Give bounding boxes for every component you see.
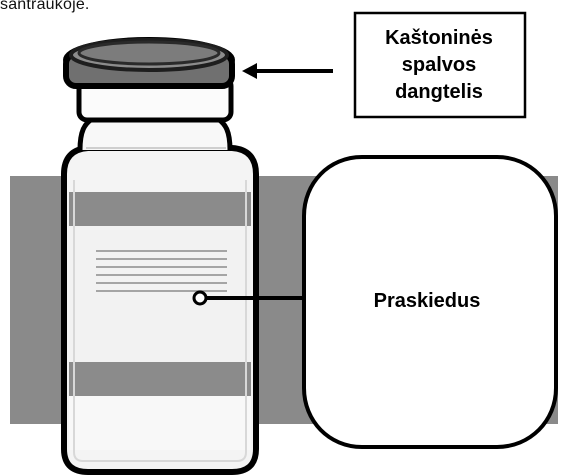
pointer-arrow-head [242,63,257,79]
vial-band-bottom [69,362,251,396]
callout-connector-icon [192,290,305,306]
cap-top-ring [77,40,221,66]
cap-label-box-text-container: Kaštoninės spalvos dangtelis [354,12,524,118]
arrow-left-icon [242,63,333,79]
callout-box [302,155,558,449]
top-text-fragment: santraukoje. [0,0,90,13]
vial-label-panel [69,226,251,362]
vial-liquid-bottom [69,396,251,450]
cap-label-box [353,11,527,119]
vial-icon [61,37,259,475]
callout-label-container: Praskiedus [304,160,554,442]
vial-inner-outline [73,180,247,462]
vial-band-top [69,192,251,226]
callout-anchor-dot [192,290,208,306]
cap-label: Kaštoninės spalvos dangtelis [385,26,493,103]
callout-label: Praskiedus [373,289,481,312]
vial-neck [77,115,233,151]
